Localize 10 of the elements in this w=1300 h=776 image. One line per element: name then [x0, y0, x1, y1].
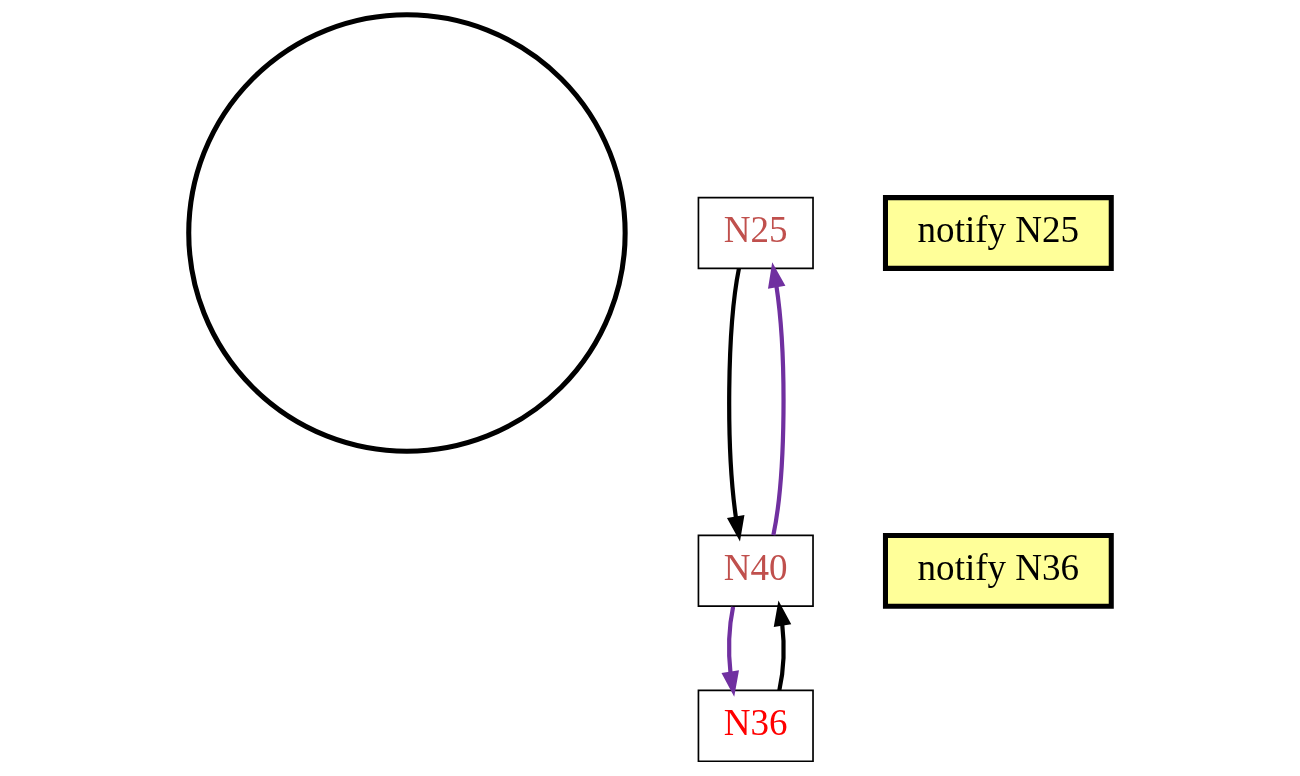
node-box: N25 — [697, 196, 814, 270]
node-box: N36 — [697, 689, 814, 763]
node-box: notify N25 — [882, 195, 1114, 271]
node-circle — [186, 12, 628, 454]
node-box: N40 — [697, 534, 814, 608]
arrow — [727, 268, 745, 542]
arrow — [767, 262, 786, 536]
arrow — [773, 600, 792, 691]
node-box: notify N36 — [882, 532, 1114, 609]
arrow — [721, 606, 739, 697]
